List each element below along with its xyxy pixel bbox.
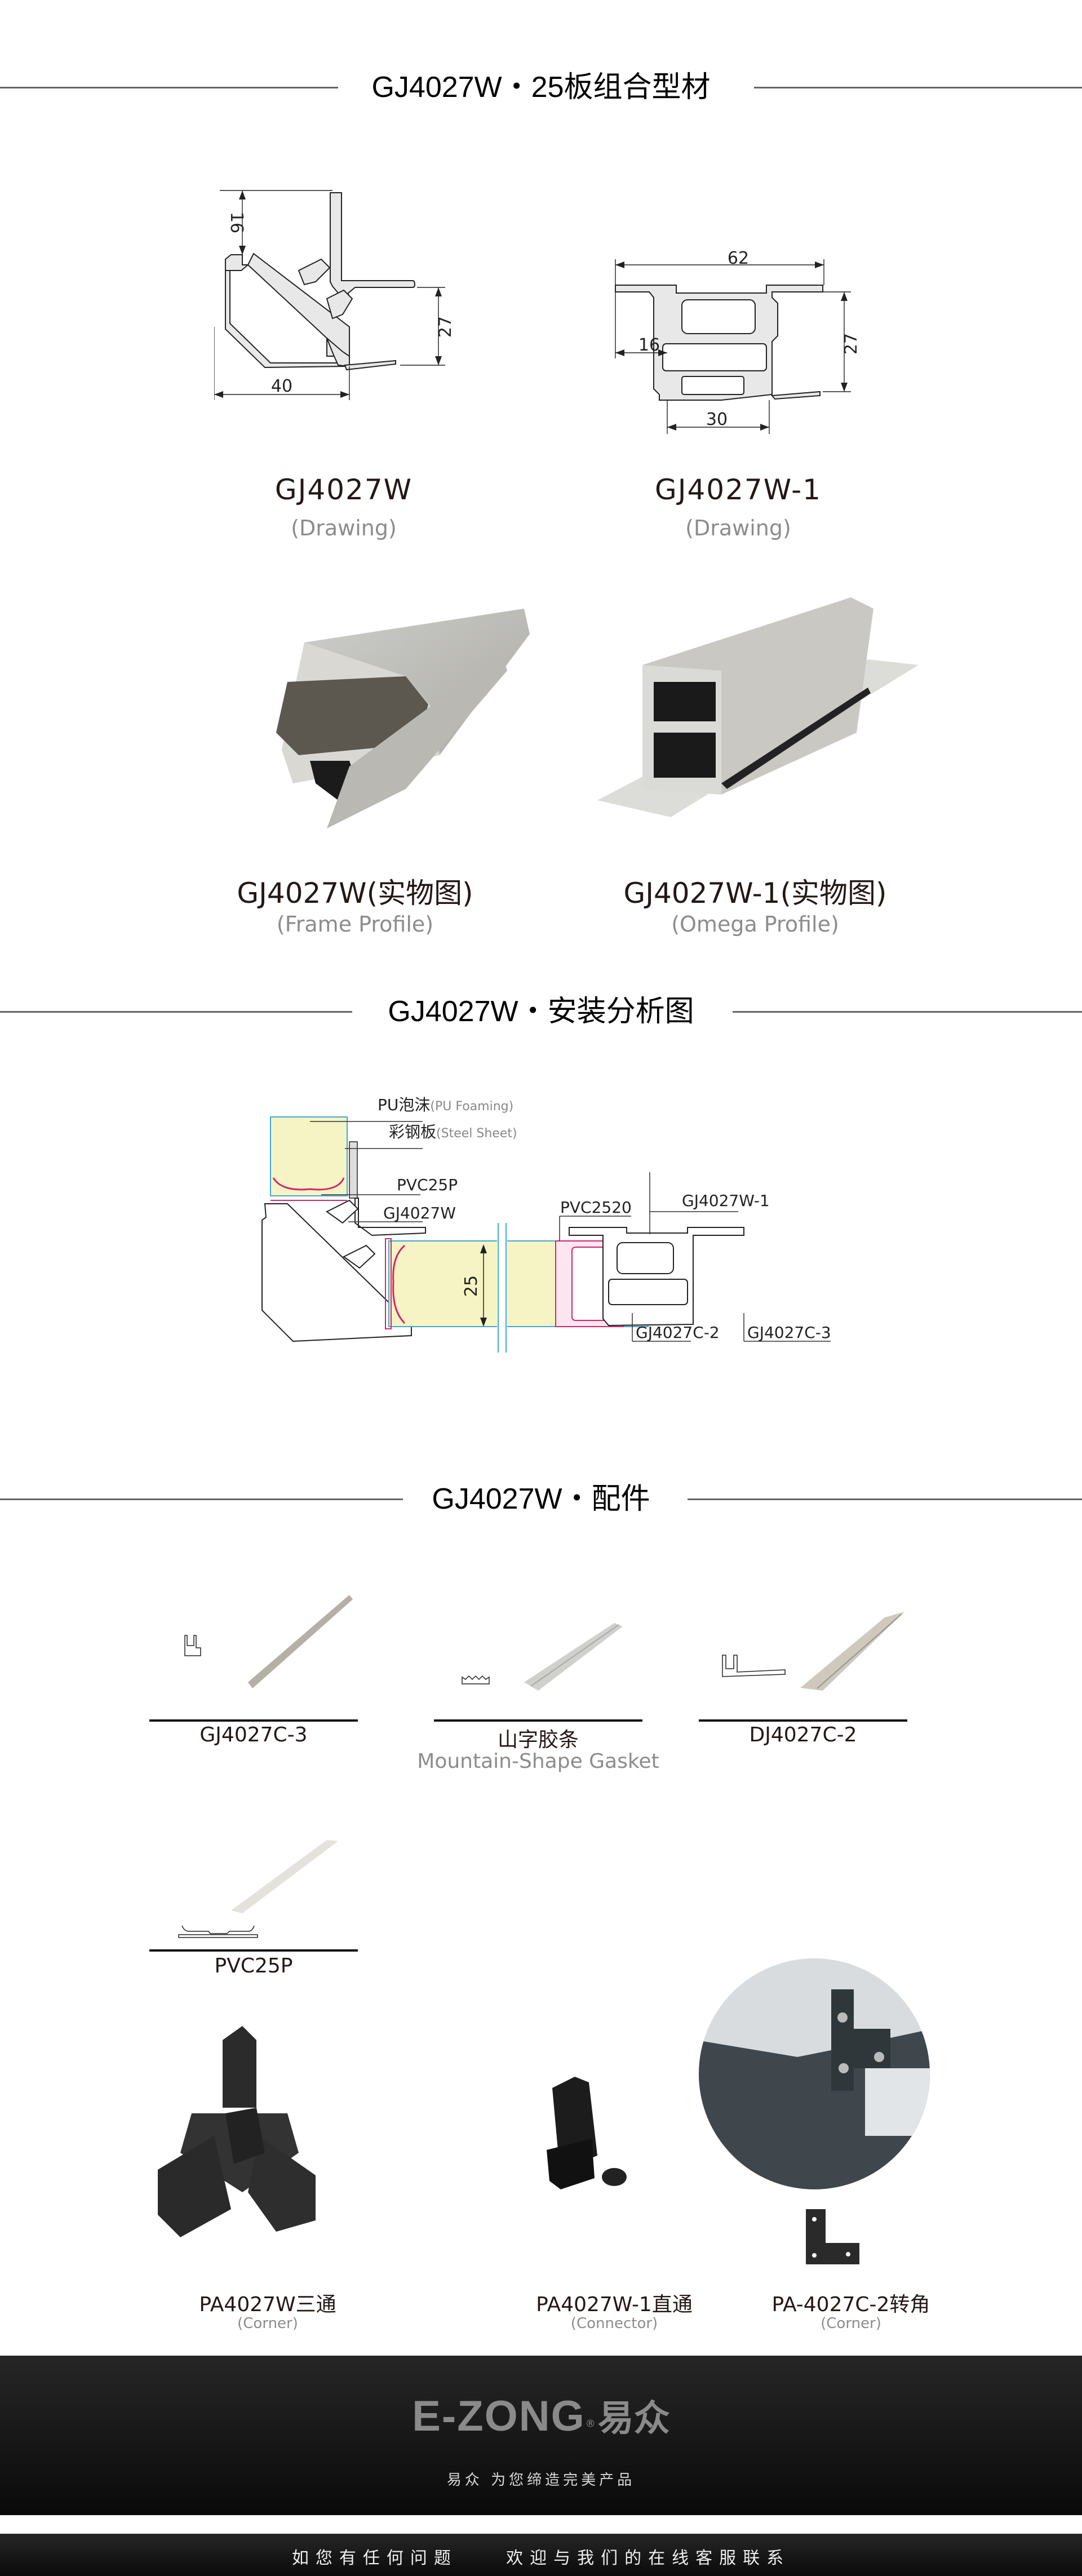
dim-25: 25 (462, 1275, 481, 1297)
pvc25p-section-icon (178, 1925, 259, 1939)
footer-brand-banner: E-ZONG®易众 易众 为您缔造完美产品 (0, 2356, 1082, 2515)
photo-sub-label: (Frame Profile) (276, 912, 434, 937)
label-pu-foam: PU泡沫 (378, 1096, 430, 1114)
section-header-profiles: GJ4027W・25板组合型材 (0, 71, 1082, 104)
accessory-name: GJ4027C-3 (199, 1723, 308, 1746)
photo-omega-profile (586, 592, 924, 817)
drawing-gj4027w: 16 27 40 (214, 186, 473, 451)
dim-16: 16 (638, 335, 660, 355)
drawing-gj4027w-1: 62 16 27 30 (609, 248, 902, 451)
label-gj4027w: GJ4027W (383, 1204, 456, 1222)
gj4027c-3-photo (248, 1595, 355, 1691)
photo-frame-profile (237, 603, 541, 828)
connector-sub: (Corner) (237, 2315, 298, 2332)
photo-model-label: GJ4027W(实物图) (237, 877, 473, 910)
label-pvc2520: PVC2520 (560, 1198, 632, 1217)
label-gj4027w-1: GJ4027W-1 (682, 1191, 770, 1210)
divider-line (733, 1011, 1082, 1013)
accessory-name: 山字胶条 (497, 1728, 579, 1752)
accessory-underline (149, 1719, 358, 1722)
divider-line (688, 1498, 1082, 1500)
connector-name: PA4027W-1直通 (536, 2293, 693, 2316)
divider-line (0, 1498, 403, 1500)
pvc25p-photo (231, 1840, 344, 1913)
label-pu-foam-en: (PU Foaming) (430, 1099, 513, 1114)
label-gj4027c-3: GJ4027C-3 (747, 1323, 831, 1342)
logo-cn: 易众 (597, 2398, 670, 2440)
section-header-accessories: GJ4027W・配件 (0, 1483, 1082, 1515)
brand-logo: E-ZONG®易众 (0, 2389, 1082, 2441)
dim-62: 62 (728, 249, 749, 268)
dim-40: 40 (271, 376, 292, 396)
svg-text:彩钢板(Steel Sheet): 彩钢板(Steel Sheet) (389, 1123, 517, 1141)
accessory-name: DJ4027C-2 (749, 1723, 857, 1746)
connector-sub: (Connector) (570, 2315, 658, 2332)
dj4027c-2-photo (800, 1612, 907, 1691)
section-title: GJ4027W・25板组合型材 (356, 71, 726, 104)
pa-4027c-2-corner-photo (696, 1956, 933, 2294)
contact-message: 如您有任何问题 欢迎与我们的在线客服联系 (291, 2548, 791, 2568)
section-title: GJ4027W・安装分析图 (372, 995, 710, 1028)
drawing-model-label: GJ4027W (274, 473, 413, 506)
dim-30: 30 (706, 410, 728, 429)
dim-16: 16 (227, 212, 246, 233)
pa4027w-corner-photo (158, 2023, 321, 2243)
divider-line (0, 1011, 352, 1013)
connector-sub: (Corner) (821, 2315, 881, 2332)
label-steel-sheet-en: (Steel Sheet) (436, 1127, 517, 1141)
pa4027w-1-connector-photo (541, 2077, 631, 2195)
connector-name: PA4027W三通 (199, 2293, 336, 2316)
drawing-model-label: GJ4027W-1 (654, 473, 822, 506)
connector-name: PA-4027C-2转角 (771, 2293, 930, 2316)
label-gj4027c-2: GJ4027C-2 (636, 1323, 720, 1342)
dim-27: 27 (841, 333, 861, 354)
logo-latin: E-ZONG (412, 2392, 586, 2440)
photo-model-label: GJ4027W-1(实物图) (623, 877, 887, 910)
dim-27: 27 (436, 316, 455, 338)
svg-text:PU泡沫(PU Foaming): PU泡沫(PU Foaming) (378, 1096, 513, 1114)
drawing-sub-label: (Drawing) (685, 516, 791, 540)
label-pvc25p: PVC25P (397, 1176, 458, 1194)
registered-mark: ® (585, 2418, 596, 2430)
accessory-underline (434, 1719, 642, 1722)
accessory-name: PVC25P (214, 1954, 293, 1978)
dj4027c-2-section-icon (720, 1654, 788, 1679)
gasket-section-icon (461, 1674, 490, 1685)
accessory-underline (699, 1719, 907, 1722)
gasket-photo (524, 1623, 626, 1691)
divider-line (754, 87, 1082, 88)
label-steel-sheet: 彩钢板 (389, 1123, 436, 1141)
section-header-installation: GJ4027W・安装分析图 (0, 995, 1082, 1028)
photo-sub-label: (Omega Profile) (671, 912, 839, 937)
divider-line (0, 87, 338, 88)
accessory-underline (149, 1949, 358, 1952)
footer-contact-bar: 如您有任何问题 欢迎与我们的在线客服联系 (0, 2534, 1082, 2576)
section-title: GJ4027W・配件 (416, 1483, 666, 1515)
installation-diagram: 25 PU泡沫(PU Foaming) 彩钢板(Steel Sheet) PVC… (248, 1088, 834, 1381)
gj4027c-3-section-icon (180, 1634, 203, 1657)
brand-slogan: 易众 为您缔造完美产品 (446, 2472, 636, 2489)
drawing-sub-label: (Drawing) (291, 516, 397, 540)
accessory-sub: Mountain-Shape Gasket (417, 1750, 659, 1773)
